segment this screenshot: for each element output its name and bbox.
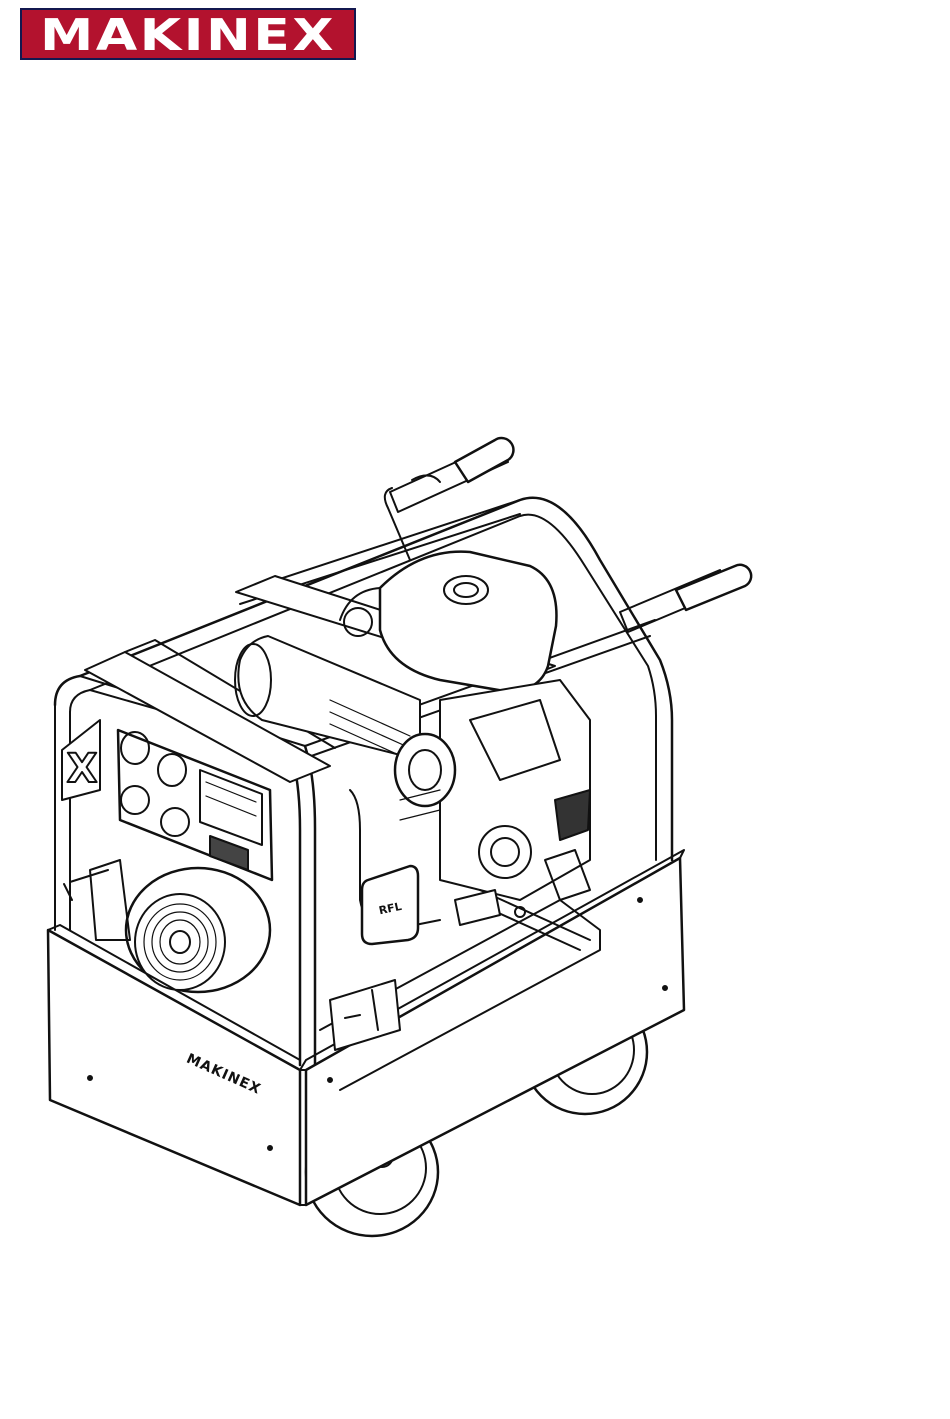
engine-air-cleaner: [340, 552, 556, 692]
frame-mark-text: X: [67, 746, 98, 792]
engine-badge: RFL: [362, 866, 418, 944]
frame-emblem: X: [62, 720, 100, 800]
